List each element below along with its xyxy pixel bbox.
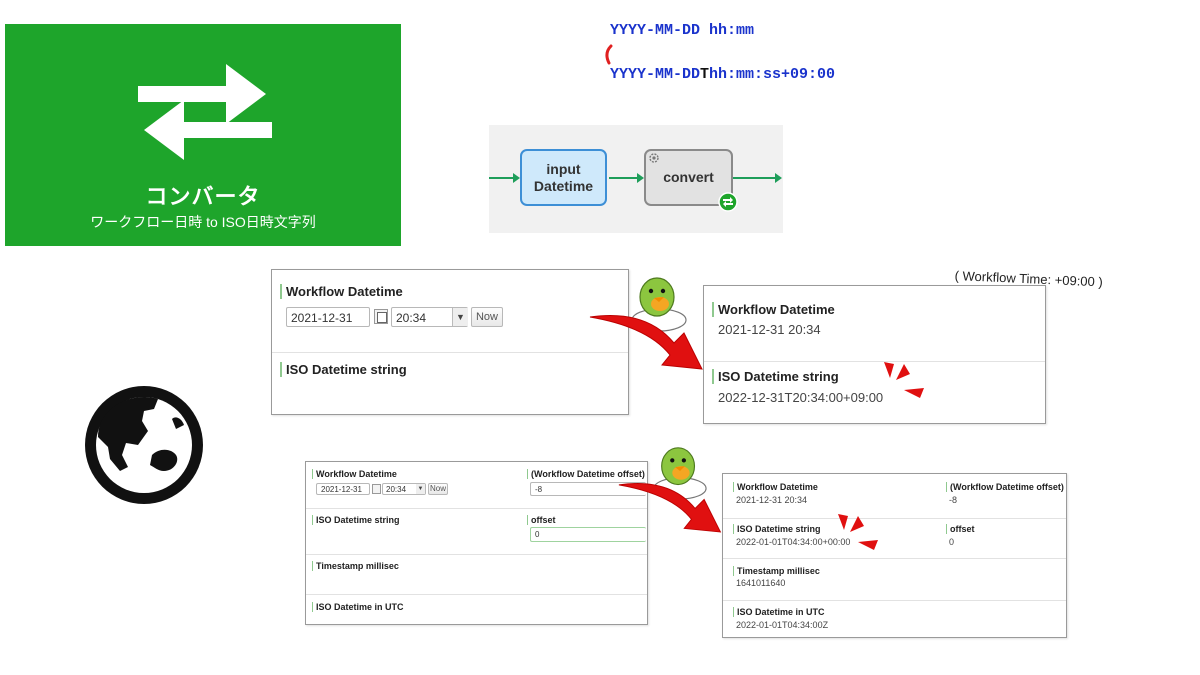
result-panel-1: Workflow Datetime 2021-12-31 20:34 ISO D… bbox=[703, 285, 1046, 424]
time-select[interactable]: 20:34 bbox=[391, 307, 468, 327]
gear-icon bbox=[649, 153, 659, 163]
now-button[interactable]: Now bbox=[428, 483, 448, 495]
iso-datetime-label: ISO Datetime string bbox=[733, 524, 821, 534]
offset-input[interactable]: -8 bbox=[530, 482, 646, 496]
divider bbox=[723, 600, 1066, 601]
workflow-datetime-label: Workflow Datetime bbox=[712, 302, 835, 317]
mascot-bird-icon bbox=[653, 447, 707, 500]
arrow-right-icon bbox=[589, 314, 703, 370]
iso-utc-label: ISO Datetime in UTC bbox=[312, 602, 404, 612]
timestamp-label: Timestamp millisec bbox=[312, 561, 399, 571]
input-datetime-node[interactable]: input Datetime bbox=[520, 149, 607, 206]
output-format-text: YYYY-MM-DDThh:mm:ss+09:00 bbox=[610, 66, 835, 83]
convert-node[interactable]: convert bbox=[644, 149, 733, 206]
iso-datetime-label: ISO Datetime string bbox=[712, 369, 839, 384]
input-format-text: YYYY-MM-DD hh:mm bbox=[610, 22, 755, 39]
workflow-offset-value: -8 bbox=[949, 495, 958, 505]
time-select-value: 20:34 bbox=[386, 485, 407, 494]
workflow-datetime-value: 2021-12-31 20:34 bbox=[736, 495, 808, 505]
chevron-down-icon[interactable]: ▼ bbox=[416, 484, 425, 494]
workflow-datetime-label: Workflow Datetime bbox=[312, 469, 397, 479]
result-panel-2: Workflow Datetime 2021-12-31 20:34 (Work… bbox=[722, 473, 1067, 638]
chevron-down-icon[interactable]: ▼ bbox=[452, 308, 468, 326]
output-format-time: hh:mm:ss+09:00 bbox=[709, 66, 836, 83]
date-input[interactable]: 2021-12-31 bbox=[316, 483, 370, 495]
globe-icon bbox=[85, 386, 203, 504]
output-format-t: T bbox=[700, 66, 710, 83]
form-panel-2: Workflow Datetime 2021-12-31 20:34 ▼ Now… bbox=[305, 461, 648, 625]
calendar-icon[interactable] bbox=[374, 309, 388, 324]
workflow-datetime-value: 2021-12-31 20:34 bbox=[718, 322, 821, 337]
flow-connectors bbox=[489, 173, 782, 183]
divider bbox=[704, 361, 1045, 362]
workflow-diagram: input Datetime convert bbox=[489, 125, 783, 233]
iso-utc-value: 2022-01-01T04:34:00Z bbox=[736, 620, 829, 630]
iso-datetime-label: ISO Datetime string bbox=[280, 362, 407, 377]
iso-datetime-value: 2022-12-31T20:34:00+09:00 bbox=[718, 390, 884, 405]
workflow-datetime-label: Workflow Datetime bbox=[733, 482, 818, 492]
form-panel-1: Workflow Datetime 2021-12-31 20:34 ▼ Now… bbox=[271, 269, 629, 415]
output-format-date: YYYY-MM-DD bbox=[610, 66, 701, 83]
offset-input-2[interactable]: 0 bbox=[530, 527, 646, 542]
divider bbox=[272, 352, 628, 353]
divider bbox=[723, 558, 1066, 559]
divider bbox=[723, 518, 1066, 519]
emphasis-marks-icon bbox=[838, 514, 878, 550]
timestamp-value: 1641011640 bbox=[736, 578, 786, 588]
transition-arc-icon bbox=[605, 44, 613, 65]
calendar-icon[interactable] bbox=[372, 484, 381, 494]
offset-label: offset bbox=[946, 524, 975, 534]
timestamp-label: Timestamp millisec bbox=[733, 566, 820, 576]
offset-label: offset bbox=[527, 515, 556, 525]
iso-datetime-label: ISO Datetime string bbox=[312, 515, 400, 525]
time-select[interactable]: 20:34 bbox=[382, 483, 426, 495]
time-select-value: 20:34 bbox=[396, 311, 427, 325]
now-button[interactable]: Now bbox=[471, 307, 503, 327]
divider bbox=[306, 554, 647, 555]
iso-datetime-value: 2022-01-01T04:34:00+00:00 bbox=[736, 537, 851, 547]
iso-utc-label: ISO Datetime in UTC bbox=[733, 607, 825, 617]
banner-subtitle: ワークフロー日時 to ISO日時文字列 bbox=[90, 214, 316, 230]
workflow-offset-label: (Workflow Datetime offset) bbox=[527, 469, 645, 479]
arrow-right-icon bbox=[618, 483, 722, 533]
converter-badge-icon bbox=[718, 192, 738, 212]
workflow-offset-label: (Workflow Datetime offset) bbox=[946, 482, 1064, 492]
workflow-datetime-label: Workflow Datetime bbox=[280, 284, 403, 299]
convert-node-label: convert bbox=[663, 169, 714, 185]
divider bbox=[306, 508, 647, 509]
swap-arrows-icon bbox=[138, 64, 272, 160]
emphasis-marks-icon bbox=[884, 362, 924, 398]
banner-title: コンバータ bbox=[145, 184, 261, 209]
converter-banner: コンバータ ワークフロー日時 to ISO日時文字列 bbox=[5, 24, 401, 246]
date-input[interactable]: 2021-12-31 bbox=[286, 307, 370, 327]
divider bbox=[306, 594, 647, 595]
offset-value: 0 bbox=[949, 537, 955, 547]
